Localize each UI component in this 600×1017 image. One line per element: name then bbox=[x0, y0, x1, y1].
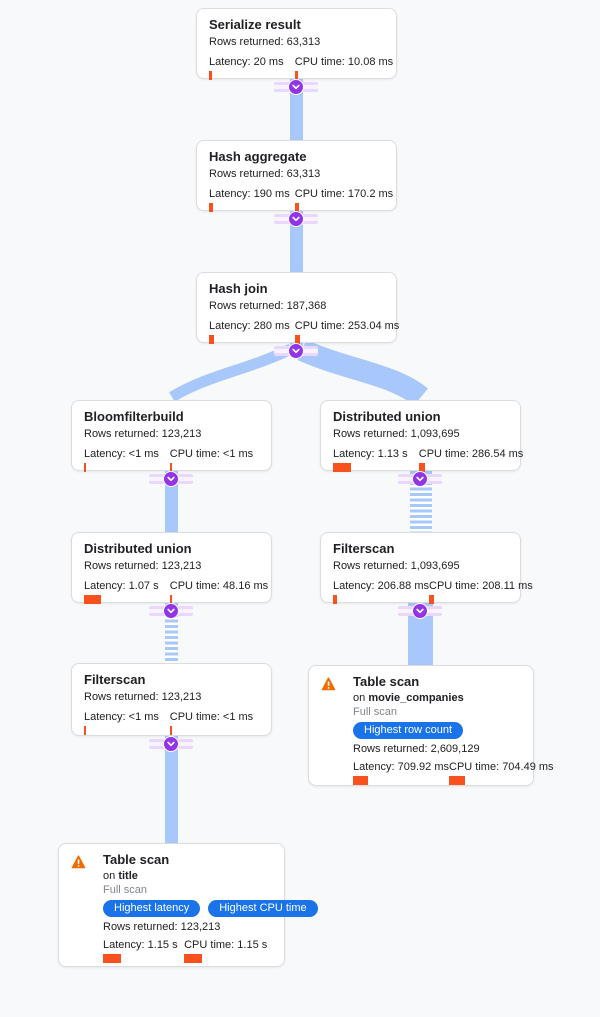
cpu-time-bar bbox=[429, 595, 435, 604]
rows-returned: Rows returned: 63,313 bbox=[209, 168, 321, 180]
cpu-time-label: CPU time: 208.11 ms bbox=[429, 580, 533, 592]
latency-bar bbox=[333, 463, 351, 472]
node-title: Hash aggregate bbox=[209, 149, 307, 164]
latency-bar bbox=[84, 726, 86, 735]
latency-bar bbox=[84, 595, 101, 604]
latency-label: Latency: 206.88 ms bbox=[333, 580, 430, 592]
node-title: Filterscan bbox=[84, 672, 146, 687]
expand-chevron-icon bbox=[412, 471, 428, 487]
latency-bar bbox=[353, 776, 368, 785]
node-title: Distributed union bbox=[84, 541, 192, 556]
node-title: Table scan bbox=[353, 674, 420, 689]
node-bloomfilterbuild[interactable]: Bloomfilterbuild Rows returned: 123,213 … bbox=[71, 400, 272, 472]
rows-returned: Rows returned: 63,313 bbox=[209, 36, 321, 48]
latency-label: Latency: 1.13 s bbox=[333, 448, 408, 460]
node-hash-join[interactable]: Hash join Rows returned: 187,368 Latency… bbox=[196, 272, 400, 344]
cpu-time-bar bbox=[169, 726, 172, 735]
latency-label: Latency: <1 ms bbox=[84, 448, 159, 460]
rows-returned: Rows returned: 1,093,695 bbox=[333, 560, 460, 572]
node-title: Bloomfilterbuild bbox=[84, 409, 184, 424]
cpu-time-label: CPU time: <1 ms bbox=[169, 711, 254, 723]
cpu-time-label: CPU time: 10.08 ms bbox=[294, 56, 394, 68]
expand-chevron-icon bbox=[163, 603, 179, 619]
latency-label: Latency: 190 ms bbox=[209, 188, 290, 200]
node-title: Hash join bbox=[209, 281, 268, 296]
table-name-line: on title bbox=[103, 869, 272, 883]
latency-bar bbox=[103, 954, 121, 963]
rows-returned: Rows returned: 123,213 bbox=[84, 691, 202, 703]
latency-bar bbox=[84, 463, 86, 472]
expand-chevron-icon bbox=[288, 211, 304, 227]
expand-chevron-icon bbox=[163, 471, 179, 487]
node-distributed-union-right[interactable]: Distributed union Rows returned: 1,093,6… bbox=[320, 400, 524, 472]
rows-returned: Rows returned: 187,368 bbox=[209, 300, 327, 312]
on-prefix: on bbox=[103, 870, 116, 882]
cpu-time-bar bbox=[294, 335, 300, 344]
expand-chevron-icon bbox=[163, 736, 179, 752]
node-serialize-result[interactable]: Serialize result Rows returned: 63,313 L… bbox=[196, 8, 397, 80]
latency-label: Latency: 20 ms bbox=[209, 56, 284, 68]
cpu-time-bar bbox=[184, 954, 203, 963]
latency-bar bbox=[333, 595, 337, 604]
rows-returned: Rows returned: 123,213 bbox=[103, 921, 221, 933]
warning-icon bbox=[71, 855, 86, 869]
latency-label: Latency: 280 ms bbox=[209, 320, 290, 332]
cpu-time-label: CPU time: <1 ms bbox=[169, 448, 254, 460]
rows-returned: Rows returned: 2,609,129 bbox=[353, 743, 480, 755]
latency-label: Latency: <1 ms bbox=[84, 711, 159, 723]
node-title: Distributed union bbox=[333, 409, 441, 424]
node-filterscan-right[interactable]: Filterscan Rows returned: 1,093,695 Late… bbox=[320, 532, 533, 604]
cpu-time-label: CPU time: 253.04 ms bbox=[294, 320, 400, 332]
node-title: Serialize result bbox=[209, 17, 301, 32]
cpu-time-label: CPU time: 1.15 s bbox=[184, 939, 268, 951]
cpu-time-bar bbox=[169, 463, 172, 472]
node-hash-aggregate[interactable]: Hash aggregate Rows returned: 63,313 Lat… bbox=[196, 140, 397, 212]
node-title: Table scan bbox=[103, 852, 170, 867]
cpu-time-bar bbox=[294, 203, 299, 212]
cpu-time-label: CPU time: 704.49 ms bbox=[449, 761, 554, 773]
cpu-time-bar bbox=[418, 463, 425, 472]
expand-chevron-icon bbox=[288, 343, 304, 359]
scan-type: Full scan bbox=[103, 884, 148, 896]
node-table-scan-title[interactable]: Table scan on title Full scan Highest la… bbox=[58, 843, 318, 967]
cpu-time-label: CPU time: 286.54 ms bbox=[418, 448, 524, 460]
expand-chevron-icon bbox=[288, 79, 304, 95]
table-name: title bbox=[118, 870, 138, 882]
expand-chevron-icon bbox=[412, 603, 428, 619]
cpu-time-label: CPU time: 48.16 ms bbox=[169, 580, 269, 592]
cpu-time-label: CPU time: 170.2 ms bbox=[294, 188, 394, 200]
node-title: Filterscan bbox=[333, 541, 395, 556]
badge-highest-row-count: Highest row count bbox=[353, 722, 464, 739]
connector-band-striped bbox=[410, 471, 432, 532]
node-filterscan-left[interactable]: Filterscan Rows returned: 123,213 Latenc… bbox=[71, 663, 272, 736]
connector-band bbox=[165, 736, 178, 843]
table-name-line: on movie_companies bbox=[353, 691, 521, 705]
cpu-time-bar bbox=[294, 71, 298, 80]
latency-bar bbox=[209, 203, 213, 212]
rows-returned: Rows returned: 1,093,695 bbox=[333, 428, 460, 440]
on-prefix: on bbox=[353, 692, 366, 704]
latency-bar bbox=[209, 71, 212, 80]
latency-bar bbox=[209, 335, 214, 344]
latency-label: Latency: 709.92 ms bbox=[353, 761, 450, 773]
node-distributed-union-left[interactable]: Distributed union Rows returned: 123,213… bbox=[71, 532, 272, 604]
table-name: movie_companies bbox=[368, 692, 464, 704]
latency-label: Latency: 1.15 s bbox=[103, 939, 178, 951]
cpu-time-bar bbox=[449, 776, 466, 785]
badge-highest-cpu-time: Highest CPU time bbox=[208, 900, 318, 917]
latency-label: Latency: 1.07 s bbox=[84, 580, 159, 592]
node-table-scan-movie-companies[interactable]: Table scan on movie_companies Full scan … bbox=[308, 665, 554, 786]
cpu-time-bar bbox=[169, 595, 172, 604]
scan-type: Full scan bbox=[353, 706, 398, 718]
warning-icon bbox=[321, 677, 336, 691]
badge-highest-latency: Highest latency bbox=[103, 900, 201, 917]
rows-returned: Rows returned: 123,213 bbox=[84, 560, 202, 572]
rows-returned: Rows returned: 123,213 bbox=[84, 428, 202, 440]
